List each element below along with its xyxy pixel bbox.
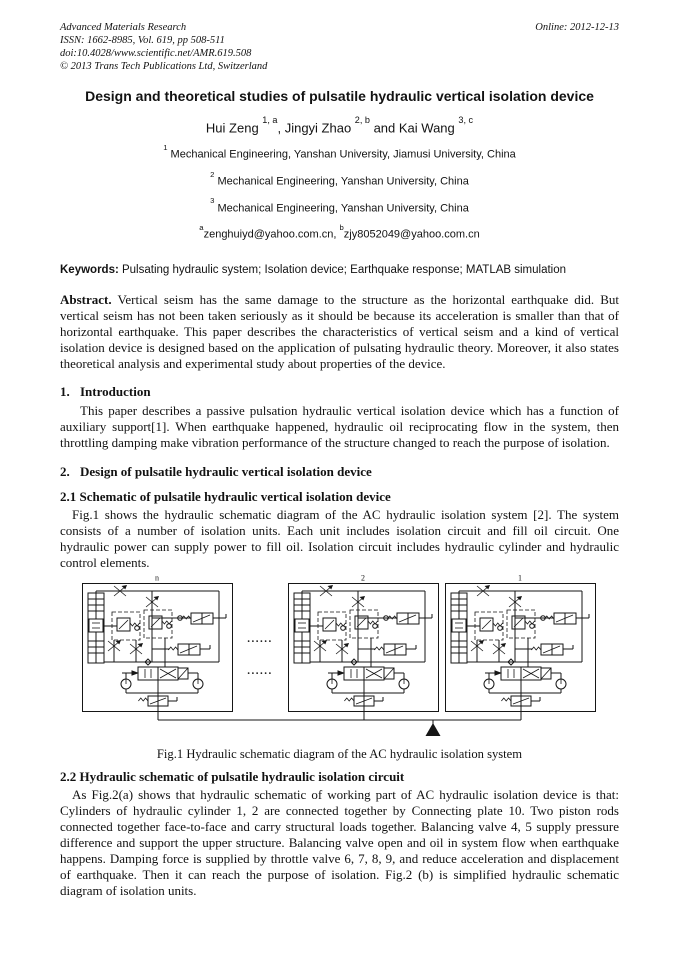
section-2-2-heading: 2.2 Hydraulic schematic of pulsatile hyd… — [60, 768, 405, 784]
isolation-unit-n — [82, 582, 233, 712]
affiliation-2-text: Mechanical Engineering, Yanshan Universi… — [214, 175, 469, 188]
affiliation-1-superscript: 1 — [163, 142, 168, 152]
email-a-superscript: a — [199, 222, 204, 232]
figure-1-schematic: n 2 1 ...... ...... — [82, 574, 596, 736]
affiliation-3: 3 Mechanical Engineering, Yanshan Univer… — [60, 196, 619, 216]
journal-header-left: Advanced Materials Research ISSN: 1662-8… — [60, 21, 267, 73]
affiliation-2-superscript: 2 — [210, 169, 215, 179]
abstract: Abstract. Vertical seism has the same da… — [60, 292, 619, 372]
section-2-1-paragraph: Fig.1 shows the hydraulic schematic diag… — [60, 506, 619, 570]
email-a: zenghuiyd@yahoo.com.cn, — [203, 228, 340, 241]
journal-name: Advanced Materials Research — [60, 22, 187, 33]
author-2: Jingyi Zhao — [284, 120, 355, 136]
section-2-1-heading: 2.1 Schematic of pulsatile hydraulic ver… — [60, 488, 391, 504]
unit-label-2: 2 — [361, 574, 365, 583]
online-date: Online: 2012-12-13 — [535, 22, 619, 33]
affiliation-1: 1 Mechanical Engineering, Yanshan Univer… — [60, 142, 619, 162]
abstract-text: Vertical seism has the same damage to th… — [60, 291, 619, 371]
author-1-superscript: 1, a — [262, 114, 278, 125]
affiliation-2: 2 Mechanical Engineering, Yanshan Univer… — [60, 169, 619, 189]
figure-1: n 2 1 ...... ...... — [60, 574, 619, 741]
keywords-text: Pulsating hydraulic system; Isolation de… — [118, 263, 567, 276]
section-2-heading: 2. Design of pulsatile hydraulic vertical… — [60, 464, 619, 480]
unit-label-n: n — [155, 574, 159, 583]
issn-volume-line: ISSN: 1662-8985, Vol. 619, pp 508-511 — [60, 35, 225, 46]
common-supply-bus — [157, 711, 522, 725]
email-b-superscript: b — [339, 222, 344, 232]
author-3: Kai Wang — [398, 120, 459, 136]
section-1-paragraph: This paper describes a passive pulsation… — [60, 402, 619, 450]
section-1-heading: 1. Introduction — [60, 384, 619, 400]
section-2-2-paragraph: As Fig.2(a) shows that hydraulic schemat… — [60, 786, 619, 898]
doi-line: doi:10.4028/www.scientific.net/AMR.619.5… — [60, 48, 252, 59]
figure-1-caption: Fig.1 Hydraulic schematic diagram of the… — [156, 746, 523, 761]
affiliation-1-text: Mechanical Engineering, Yanshan Universi… — [167, 148, 516, 161]
paper-title: Design and theoretical studies of pulsat… — [85, 88, 594, 104]
email-b: zjy8052049@yahoo.com.cn — [343, 228, 480, 241]
copyright-line: © 2013 Trans Tech Publications Ltd, Swit… — [60, 61, 268, 72]
continuation-dots-1: ...... — [247, 633, 273, 645]
unit-label-1: 1 — [518, 574, 522, 583]
author-1: Hui Zeng — [205, 120, 263, 136]
keywords-label: Keywords: — [60, 263, 119, 276]
section-2-title: Design of pulsatile hydraulic vertical i… — [80, 463, 372, 479]
journal-header: Advanced Materials Research ISSN: 1662-8… — [60, 21, 619, 73]
affiliation-3-superscript: 3 — [210, 196, 215, 206]
section-1-title: Introduction — [80, 383, 151, 399]
author-line: Hui Zeng 1, a, Jingyi Zhao 2, b and Kai … — [60, 115, 619, 136]
author-3-superscript: 3, c — [458, 114, 474, 125]
author-separator-2: and — [369, 120, 399, 136]
abstract-label: Abstract. — [60, 291, 112, 307]
author-2-superscript: 2, b — [354, 114, 370, 125]
isolation-unit-2 — [288, 582, 439, 712]
email-line: azenghuiyd@yahoo.com.cn, bzjy8052049@yah… — [60, 222, 619, 242]
author-separator-1: , — [277, 120, 285, 136]
isolation-unit-1 — [445, 582, 596, 712]
section-2-number: 2. — [60, 463, 70, 479]
affiliation-3-text: Mechanical Engineering, Yanshan Universi… — [214, 202, 469, 215]
continuation-dots-2: ...... — [247, 665, 273, 677]
oil-supply-triangle-icon — [425, 722, 441, 736]
section-1-number: 1. — [60, 383, 70, 399]
keywords-line: Keywords: Pulsating hydraulic system; Is… — [60, 263, 619, 277]
